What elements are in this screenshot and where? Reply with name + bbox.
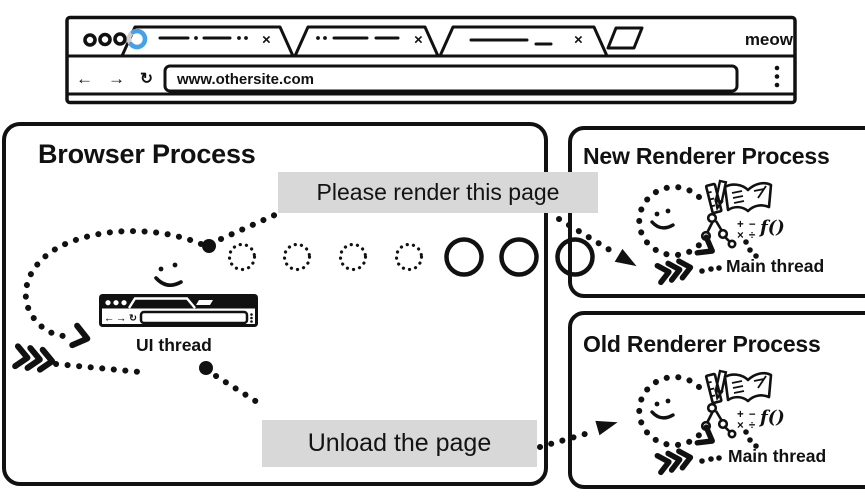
reload-icon[interactable]: ↻ [140, 71, 153, 88]
new-tab-button[interactable] [606, 26, 644, 50]
arrow-to-old-renderer [537, 429, 595, 450]
dotted-trail-to-unload-bubble [213, 373, 260, 405]
window-frame [65, 15, 797, 105]
main-thread-label: Main thread [726, 256, 825, 276]
window-control-icon[interactable] [113, 32, 127, 46]
dotted-trail [743, 239, 759, 259]
loading-spinner-icon [126, 28, 148, 50]
window-control-icon[interactable] [98, 32, 112, 47]
math-symbols-icon: × ÷ [737, 420, 756, 432]
smiley-face-icon [650, 208, 675, 230]
solid-circle [555, 237, 595, 277]
math-symbols-icon: × ÷ [737, 230, 756, 242]
tab-close-icon[interactable]: × [414, 32, 423, 49]
tab-3[interactable] [438, 25, 609, 58]
math-symbols-icon: + − [737, 409, 757, 421]
browser-process-title: Browser Process [38, 139, 256, 169]
speech-origin-dot [202, 239, 216, 253]
js-function-icon: f() [758, 217, 785, 238]
smiley-face-icon [154, 262, 183, 287]
browser-window: × × × meow ← → ↻ www.othersite.com [65, 15, 797, 105]
url-text: www.othersite.com [176, 71, 314, 88]
tab-placeholder-squiggle [158, 36, 553, 46]
arrow-to-new-renderer [556, 216, 616, 255]
brand-label: meow [745, 30, 794, 49]
dotted-trail [699, 265, 722, 274]
dotted-trail [53, 361, 143, 375]
navigation-loop-dotted-path [22, 228, 204, 339]
solid-circle [444, 237, 484, 277]
window-controls[interactable] [83, 32, 127, 47]
dom-tree-icon [700, 402, 737, 439]
smiley-face-icon [650, 398, 675, 420]
ruler-icon [704, 182, 723, 215]
pencil-icon [714, 179, 728, 212]
dotted-circle [282, 242, 312, 272]
main-thread-loop-dotted-path [636, 184, 704, 259]
loop-arrowhead-icon [694, 234, 715, 256]
solid-circle [499, 237, 539, 277]
ui-thread-label: UI thread [136, 335, 212, 355]
speech-origin-dot [199, 361, 213, 375]
math-symbols-icon: + − [737, 219, 757, 231]
fast-forward-chevrons-icon [654, 258, 694, 286]
tab-close-icon[interactable]: × [262, 32, 271, 49]
main-thread-loop-dotted-path [636, 374, 704, 449]
fast-forward-chevrons-icon [654, 448, 694, 476]
fast-forward-chevrons-icon [12, 343, 56, 373]
dotted-trail [743, 429, 759, 449]
dotted-trail-to-render-bubble [218, 211, 280, 242]
new-renderer-process-title: New Renderer Process [583, 143, 830, 169]
arrowhead-icon [595, 420, 618, 436]
ruler-icon [704, 372, 723, 405]
old-renderer-internals: + − × ÷ f() [636, 369, 785, 476]
mini-tab-icon [127, 297, 196, 309]
url-bar[interactable] [163, 64, 739, 93]
tab-2[interactable] [293, 25, 440, 58]
arrowhead-icon [614, 248, 637, 267]
book-icon [723, 371, 773, 403]
dom-tree-icon [700, 212, 737, 249]
js-function-icon: f() [758, 407, 785, 428]
old-renderer-process-title: Old Renderer Process [583, 331, 821, 357]
book-icon [723, 181, 773, 213]
mini-forward-icon: → [116, 313, 127, 325]
tab-close-icon[interactable]: × [574, 32, 583, 49]
dotted-circle [338, 242, 368, 272]
mini-window-controls-icon [105, 300, 111, 306]
back-icon[interactable]: ← [76, 69, 93, 88]
forward-icon[interactable]: → [108, 69, 125, 88]
dotted-circle [227, 242, 257, 272]
loop-arrowhead-icon [694, 424, 715, 446]
unload-message-bubble: Unload the page [262, 420, 537, 467]
mini-back-icon: ← [104, 313, 115, 325]
dotted-trail [699, 455, 722, 464]
window-control-icon[interactable] [83, 33, 97, 47]
mini-browser-icon: ← → ↻ [99, 294, 258, 327]
mini-url-bar-icon [139, 310, 249, 325]
main-thread-label: Main thread [728, 446, 827, 466]
page-transition-circles [227, 237, 595, 277]
mini-reload-icon: ↻ [129, 313, 137, 324]
loop-arrowhead-icon [69, 322, 91, 349]
render-message-bubble: Please render this page [278, 172, 598, 213]
mini-newtab-icon [196, 300, 213, 305]
dotted-circle [394, 242, 424, 272]
menu-icon[interactable] [774, 65, 780, 88]
pencil-icon [714, 369, 728, 402]
new-renderer-internals: + − × ÷ f() [636, 179, 785, 286]
